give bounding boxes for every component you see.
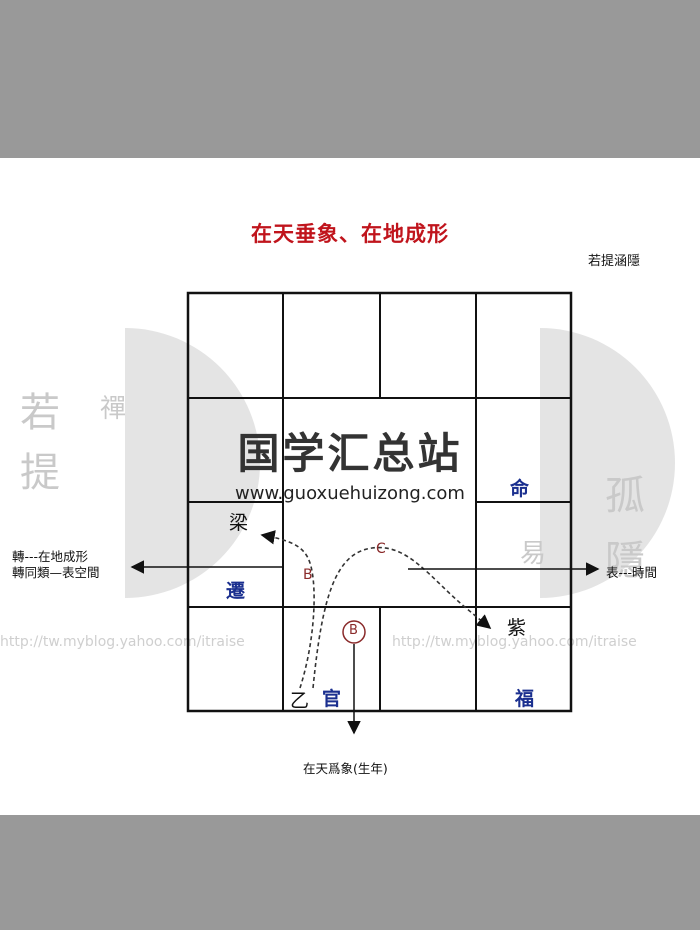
diagram-panel: 若 提 孤 隱 禪 易 http://tw.myblog.yahoo.com/i… [0, 158, 700, 815]
dashed-path-to-liang [260, 530, 315, 689]
marker-b-circled: B [349, 623, 358, 638]
watermark-char: 提 [20, 450, 60, 496]
watermark-taiji-left [0, 328, 260, 598]
watermark-taiji-right [405, 328, 675, 598]
palace-qian: 遷 [226, 580, 246, 602]
diagram-title: 在天垂象、在地成形 [251, 221, 449, 246]
left-label-line1: 轉---在地成形 [12, 549, 89, 564]
left-label-line2: 轉同類—表空間 [12, 565, 100, 580]
palace-grid [130, 291, 600, 735]
watermark-char: 易 [520, 539, 547, 569]
dashed-path-to-zi [312, 546, 492, 689]
palace-liang: 梁 [229, 512, 249, 534]
palace-ming: 命 [510, 478, 530, 500]
marker-b: B [303, 567, 313, 583]
watermark-char: 若 [20, 390, 60, 436]
watermark-url-left: http://tw.myblog.yahoo.com/itraise [0, 634, 245, 650]
overlay-site-url: www.guoxuehuizong.com [235, 483, 465, 504]
watermark-url-right: http://tw.myblog.yahoo.com/itraise [392, 634, 637, 650]
bottom-gray-band [0, 815, 700, 930]
palace-guan: 官 [322, 688, 342, 710]
overlay-site-name: 国学汇总站 [237, 429, 463, 478]
watermark-char: 孤 [605, 473, 645, 519]
right-label: 表---時間 [606, 565, 658, 580]
palace-fu: 福 [515, 688, 535, 710]
palace-yi: 乙 [290, 690, 310, 712]
watermark-char: 禪 [100, 394, 127, 424]
author-signature: 若提涵隱 [588, 254, 641, 269]
palace-zi: 紫 [507, 617, 527, 639]
top-gray-band [0, 0, 700, 158]
watermark-char: 隱 [605, 538, 645, 584]
marker-c: C [376, 541, 386, 557]
circled-b-marker [342, 620, 366, 644]
bottom-label: 在天爲象(生年) [303, 761, 388, 776]
